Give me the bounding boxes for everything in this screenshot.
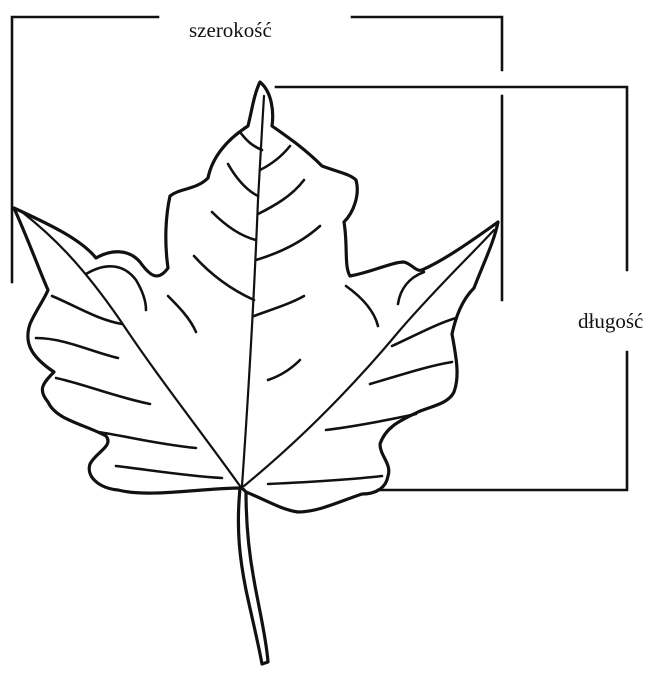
length-label: długość: [578, 311, 643, 332]
midrib-vein: [242, 96, 264, 486]
top-lobe-vein: [194, 256, 254, 300]
left-lobe-vein: [116, 466, 222, 478]
length-bracket-lower-arm: [378, 352, 627, 490]
length-bracket-upper-arm: [276, 87, 627, 270]
top-lobe-vein: [258, 180, 304, 214]
width-bracket-left-arm: [12, 17, 158, 282]
left-lobe-vein: [168, 296, 196, 332]
leaf-stem: [238, 488, 268, 664]
top-lobe-vein: [260, 146, 290, 170]
left-lobe-vein: [86, 266, 146, 310]
right-lobe-vein: [392, 318, 456, 346]
width-label: szerokość: [189, 20, 272, 41]
top-lobe-vein: [254, 296, 304, 316]
left-lobe-vein: [56, 378, 150, 404]
top-lobe-vein: [256, 226, 320, 260]
width-bracket-right-arm: [352, 17, 502, 70]
right-lobe-vein: [268, 360, 300, 380]
top-lobe-vein: [240, 132, 262, 150]
left-lobe-vein: [98, 432, 196, 448]
right-lobe-vein: [370, 362, 452, 384]
left-lobe-vein: [36, 338, 118, 358]
leaf-veins: [22, 96, 494, 486]
right-lobe-vein: [326, 414, 416, 430]
right-lobe-vein: [268, 476, 382, 484]
top-lobe-vein: [228, 164, 258, 196]
top-lobe-vein: [212, 212, 256, 240]
maple-leaf: [14, 82, 498, 664]
right-lobe-vein: [398, 272, 424, 304]
width-bracket: [12, 17, 502, 300]
right-lobe-vein: [346, 286, 378, 326]
left-lobe-vein: [52, 296, 122, 324]
